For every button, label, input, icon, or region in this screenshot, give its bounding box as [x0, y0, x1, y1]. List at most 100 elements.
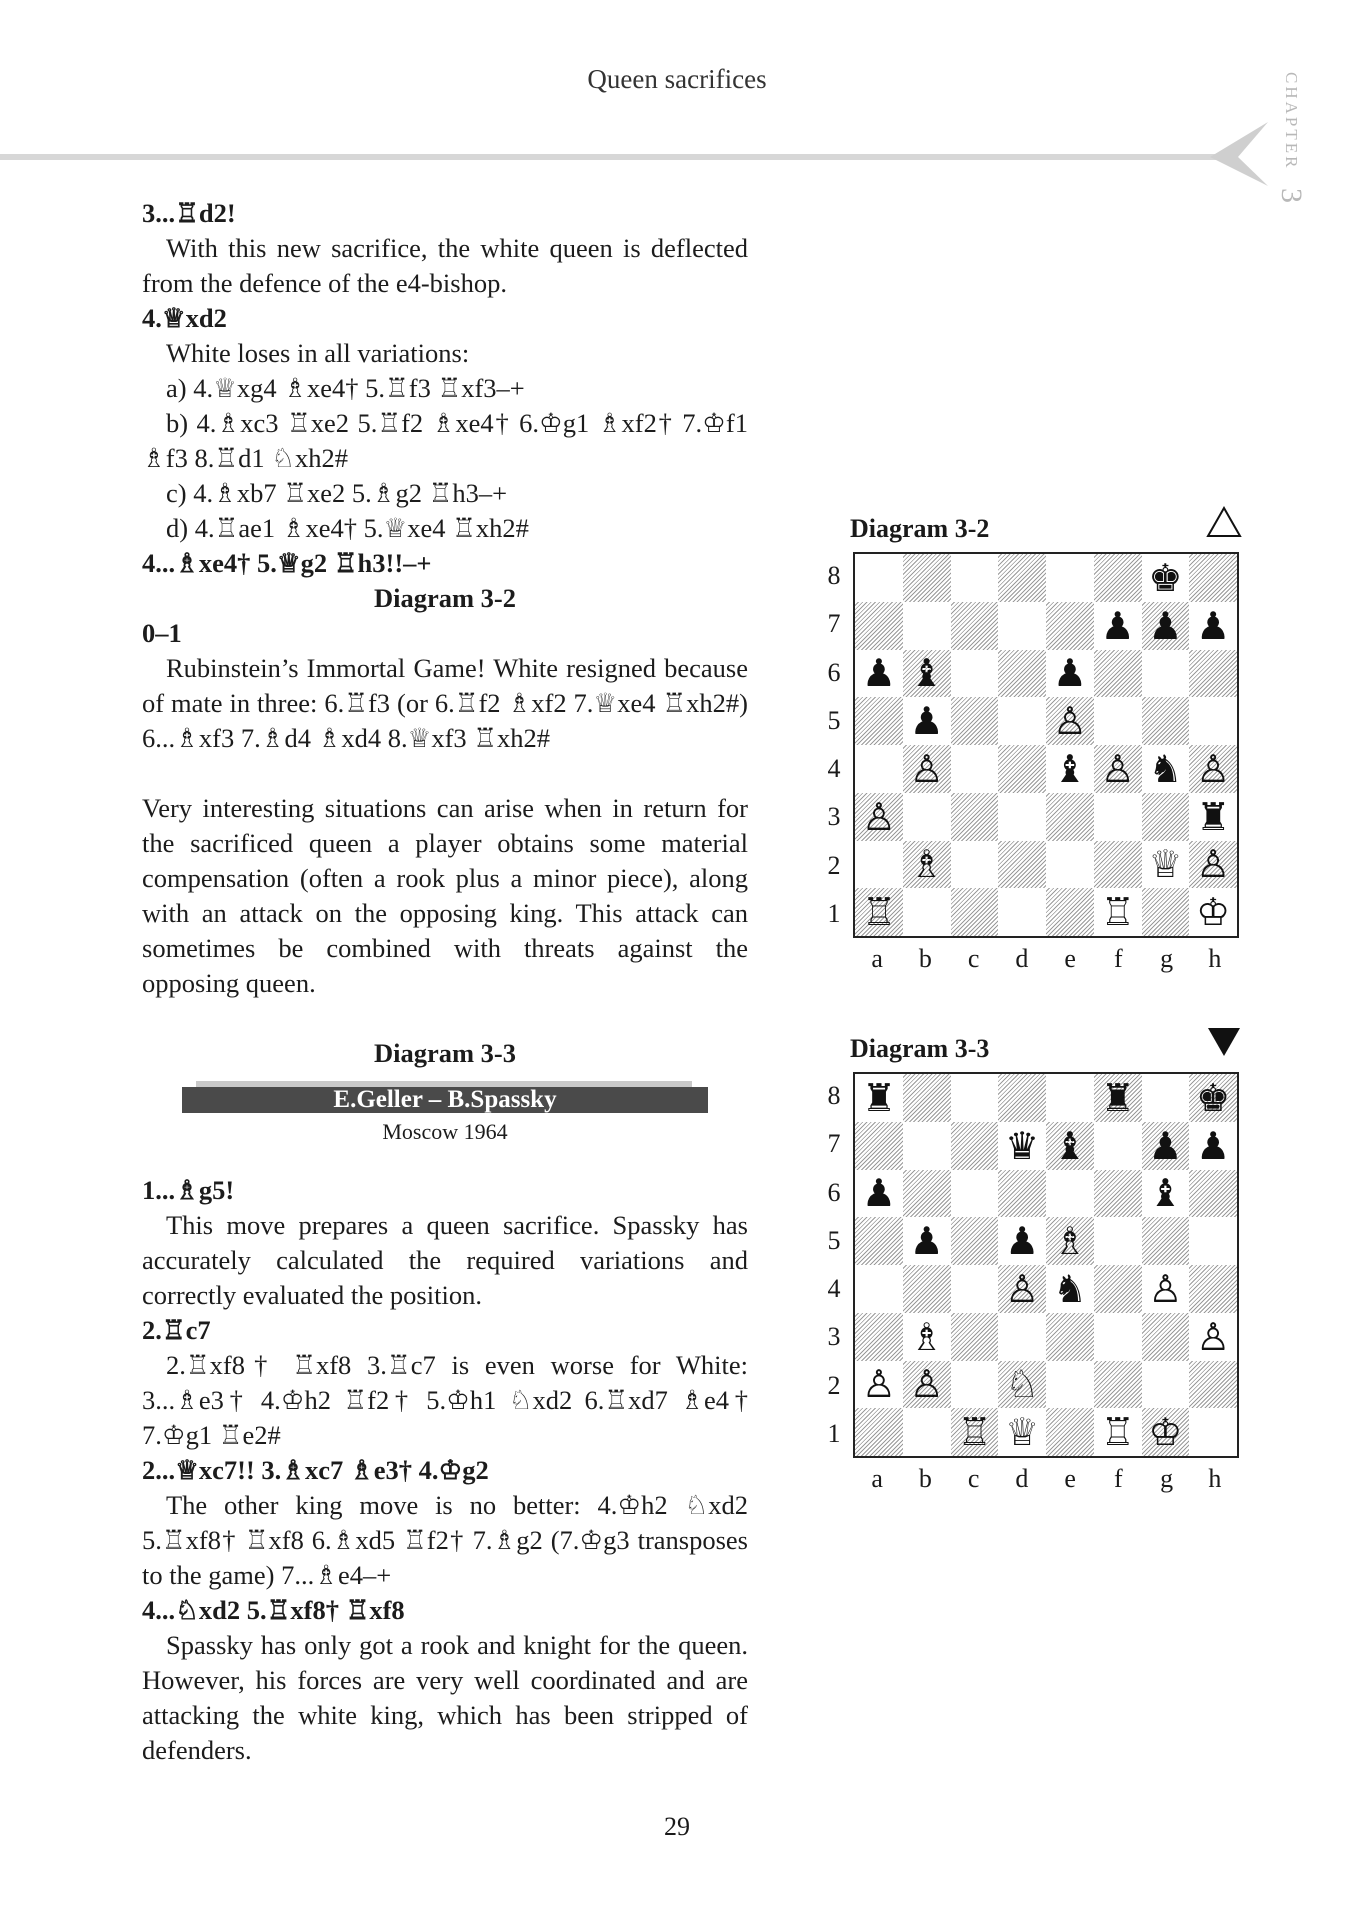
square-d7: ♛ [998, 1121, 1046, 1170]
square-a1: ♖ [855, 888, 903, 936]
square-c5 [950, 1217, 999, 1265]
white-pawn-icon: ♙ [909, 1362, 944, 1407]
square-e5: ♙ [1046, 697, 1094, 745]
white-rook-icon: ♖ [861, 890, 896, 935]
white-rook-icon: ♖ [1100, 1410, 1135, 1455]
file-label: e [1064, 1464, 1076, 1493]
square-c6 [950, 649, 999, 698]
square-f8 [1093, 554, 1142, 602]
square-g5 [1141, 1217, 1190, 1265]
white-rook-icon: ♖ [957, 1410, 992, 1455]
square-c8 [950, 554, 999, 602]
square-e8 [1046, 554, 1094, 602]
square-a2: ♙ [855, 1360, 903, 1409]
square-d1 [998, 888, 1046, 936]
square-d5 [998, 697, 1046, 745]
paragraph: Rubinstein’s Immortal Game! White resign… [142, 653, 748, 753]
square-c8 [950, 1074, 999, 1122]
square-f7 [1093, 1121, 1142, 1170]
square-a6: ♟ [855, 1169, 903, 1218]
square-b1 [902, 888, 951, 936]
square-h3: ♙ [1189, 1312, 1237, 1361]
game-banner: E.Geller – B.Spassky [142, 1081, 748, 1113]
white-pawn-icon: ♙ [909, 746, 944, 791]
white-pawn-icon: ♙ [1052, 699, 1087, 744]
black-king-icon: ♚ [1196, 1075, 1231, 1120]
square-e1 [1046, 1408, 1094, 1456]
header-rule [0, 154, 1225, 160]
square-f4: ♙ [1093, 745, 1142, 793]
square-e5: ♗ [1046, 1217, 1094, 1265]
rank-label: 2 [827, 1370, 841, 1400]
white-pawn-icon: ♙ [1100, 746, 1135, 791]
square-a2 [855, 840, 903, 889]
rank-label: 5 [827, 1225, 841, 1255]
square-b1 [902, 1408, 951, 1456]
black-rook-icon: ♜ [1196, 794, 1231, 839]
square-d6 [998, 1169, 1046, 1218]
black-knight-icon: ♞ [1148, 746, 1183, 791]
square-b7 [902, 1121, 951, 1170]
square-g6 [1141, 649, 1190, 698]
rank-label: 4 [827, 754, 841, 784]
paragraph: Very interesting situations can arise wh… [142, 793, 748, 998]
rank-label: 5 [827, 705, 841, 735]
running-header: Queen sacrifices [587, 64, 767, 94]
square-e6: ♟ [1046, 649, 1094, 698]
black-pawn-icon: ♟ [1148, 1123, 1183, 1168]
rank-label: 3 [827, 802, 841, 832]
square-d5: ♟ [998, 1217, 1046, 1265]
square-g1: ♔ [1141, 1408, 1190, 1456]
file-label: h [1208, 944, 1222, 973]
white-pawn-icon: ♙ [861, 1362, 896, 1407]
square-f1: ♖ [1093, 888, 1142, 936]
square-b7 [902, 601, 951, 650]
white-queen-icon: ♕ [1148, 842, 1183, 887]
square-h8: ♚ [1189, 1074, 1237, 1122]
diagram-reference: Diagram 3-3 [373, 1038, 517, 1068]
square-c7 [950, 1121, 999, 1170]
square-g8: ♚ [1141, 554, 1190, 602]
square-g7: ♟ [1141, 1121, 1190, 1170]
chess-board: ♚♟♟♟♟♝♟♟♙♙♝♙♞♙♙♜♗♕♙♖♖♔ [853, 552, 1239, 938]
black-rook-icon: ♜ [861, 1075, 896, 1120]
black-pawn-icon: ♟ [1052, 651, 1087, 696]
square-g1 [1141, 888, 1190, 936]
black-rook-icon: ♜ [1100, 1075, 1135, 1120]
square-b8 [902, 1074, 951, 1122]
square-f8: ♜ [1093, 1074, 1142, 1122]
paragraph: The other king move is no better: 4.♔h2 … [142, 1490, 748, 1590]
black-pawn-icon: ♟ [1196, 603, 1231, 648]
file-label: a [871, 1464, 883, 1493]
rank-label: 6 [827, 1177, 841, 1207]
file-label: a [871, 944, 883, 973]
square-h4: ♙ [1189, 745, 1237, 793]
square-g4: ♙ [1141, 1265, 1190, 1313]
chapter-tab: CHAPTER 3 [1268, 72, 1308, 262]
paragraph: d) 4.♖ae1 ♗xe4† 5.♕xe4 ♖xh2# [166, 513, 529, 543]
paragraph: b) 4.♗xc3 ♖xe2 5.♖f2 ♗xe4† 6.♔g1 ♗xf2† 7… [142, 408, 748, 473]
rank-label: 4 [827, 1274, 841, 1304]
black-bishop-icon: ♝ [1052, 746, 1087, 791]
square-a6: ♟ [855, 649, 903, 698]
rule-arrow-icon [1210, 122, 1268, 186]
square-g7: ♟ [1141, 601, 1190, 650]
square-g3 [1141, 1312, 1190, 1361]
chapter-label: CHAPTER [1282, 72, 1301, 171]
rank-label: 8 [827, 1081, 841, 1111]
file-label: h [1208, 1464, 1222, 1493]
white-knight-icon: ♘ [1005, 1362, 1040, 1407]
paragraph: White loses in all variations: [166, 338, 470, 368]
game-place: Moscow 1964 [382, 1119, 508, 1144]
white-pawn-icon: ♙ [1005, 1266, 1040, 1311]
rank-label: 1 [827, 898, 841, 928]
square-b5: ♟ [902, 1217, 951, 1265]
black-bishop-icon: ♝ [1148, 1171, 1183, 1216]
square-a5 [855, 1217, 903, 1265]
white-queen-icon: ♕ [1005, 1410, 1040, 1455]
square-c2 [950, 840, 999, 889]
square-h8 [1189, 554, 1237, 602]
black-knight-icon: ♞ [1052, 1266, 1087, 1311]
square-a4 [855, 1265, 903, 1313]
